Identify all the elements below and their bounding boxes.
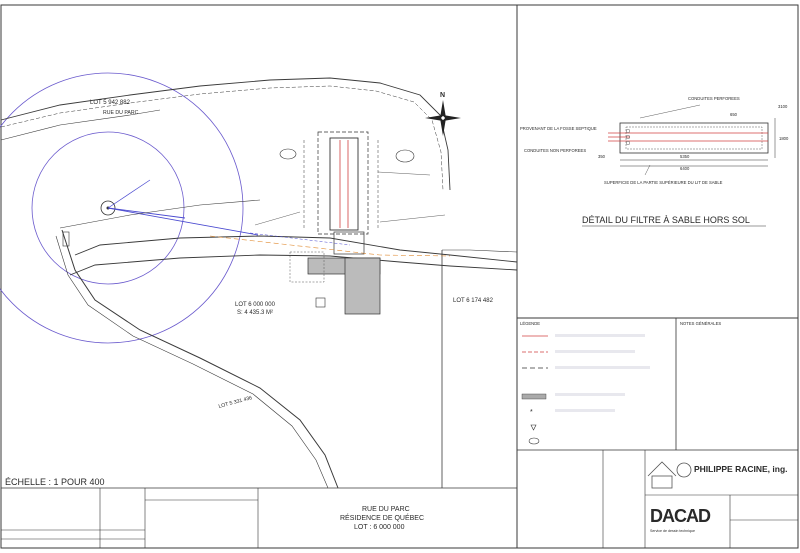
property-line-south: [61, 229, 339, 489]
house-logo-icon: [647, 461, 692, 489]
project-line-2: RÉSIDENCE DE QUÉBEC: [340, 513, 424, 522]
lot-east-label: LOT 6 174 482: [453, 298, 494, 304]
lot-south-label: LOT 5 331 436: [218, 395, 253, 410]
area-label: S: 4 435.3 M²: [237, 310, 273, 316]
detail-label-surface: SUPERFICIE DE LA PARTIE SUPÉRIEURE DU LI…: [604, 180, 723, 185]
building: [289, 251, 381, 315]
sand-filter-plan: [303, 131, 379, 255]
lot-center-label: LOT 6 000 000: [235, 302, 276, 308]
detail-label-perforated: CONDUITES PERFOREES: [688, 96, 740, 101]
street-label: RUE DU PARC: [103, 110, 139, 116]
north-label: N: [440, 92, 445, 99]
svg-text:*: *: [530, 409, 533, 416]
well-radius-inner: [31, 131, 185, 285]
project-line-3: LOT : 6 000 000: [354, 524, 405, 531]
dim-top: 650: [730, 112, 738, 117]
legend: LÉGENDE NOTES GÉNÉRALES *: [517, 318, 798, 451]
title-block: RUE DU PARC RÉSIDENCE DE QUÉBEC LOT : 6 …: [1, 450, 798, 548]
company-subtitle: Service de dessin technique: [650, 529, 695, 533]
dim-right-b: 1800: [779, 136, 789, 141]
dim-left: 350: [598, 154, 606, 159]
detail-title: DÉTAIL DU FILTRE À SABLE HORS SOL: [582, 215, 750, 225]
company-logo: DACAD: [650, 506, 711, 526]
plan-view: N LOT 5 942 882 RUE DU PARC LOT 6 000 00…: [0, 72, 518, 489]
lot-north-label: LOT 5 942 882: [90, 100, 131, 106]
engineer-name: PHILIPPE RACINE, ing.: [694, 464, 788, 474]
dim-total-inner: 5350: [680, 154, 690, 159]
dim-right-a: 3100: [778, 104, 788, 109]
sand-filter-detail: CONDUITES PERFOREES PROVENANT DE LA FOSS…: [520, 96, 789, 227]
detail-label-from: PROVENANT DE LA FOSSE SEPTIQUE: [520, 126, 597, 131]
well-radius-outer: [0, 72, 244, 344]
project-line-1: RUE DU PARC: [362, 506, 410, 513]
dim-total: 6400: [680, 166, 690, 171]
north-arrow: N: [425, 92, 461, 136]
notes-title: NOTES GÉNÉRALES: [680, 321, 721, 326]
detail-label-non-perforated: CONDUITES NON PERFOREES: [524, 148, 586, 153]
legend-title: LÉGENDE: [520, 321, 540, 326]
property-line-north: [0, 77, 451, 191]
well-symbol: [100, 200, 116, 216]
road-edge-lower: [69, 254, 518, 276]
road-edge-upper: [74, 235, 518, 263]
scale-label: ÉCHELLE : 1 POUR 400: [5, 477, 105, 487]
sheet-frame: [0, 4, 799, 549]
